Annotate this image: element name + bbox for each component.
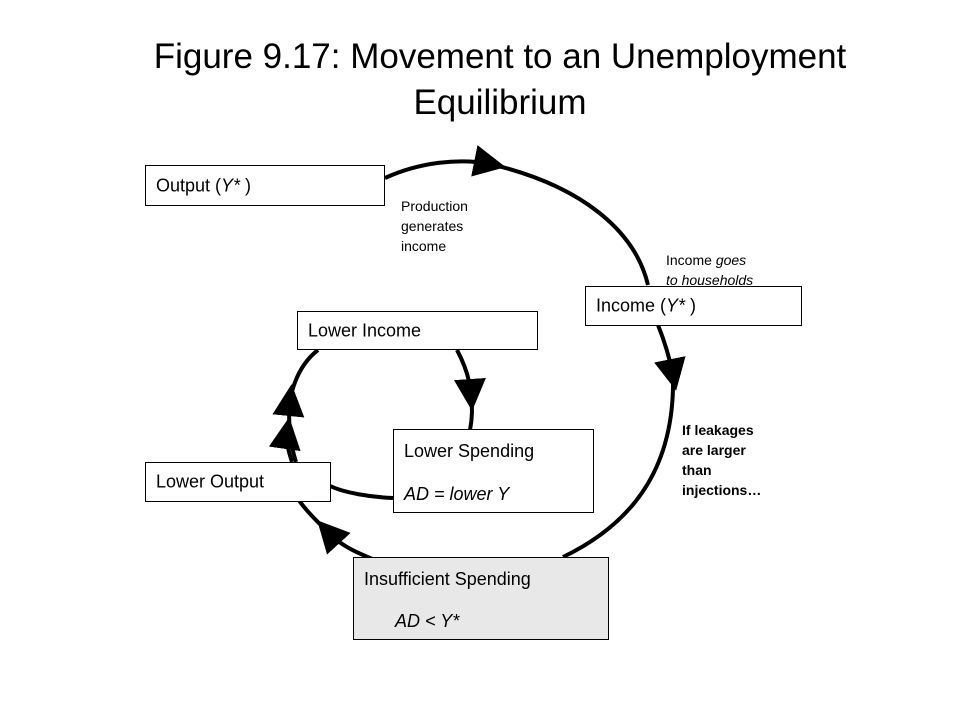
inner-cycle-arc-left bbox=[272, 384, 305, 463]
insufficient-spending-equation: AD < Y* bbox=[395, 611, 460, 631]
lower-spending-box: Lower Spending AD = lower Y bbox=[393, 429, 594, 513]
insufficient-spending-label: Insufficient Spending bbox=[364, 569, 531, 589]
lower-income-label: Lower Income bbox=[308, 320, 422, 340]
insufficient-spending-box: Insufficient Spending AD < Y* bbox=[353, 557, 609, 640]
outer-cycle-arc-right bbox=[654, 324, 686, 391]
income-box: Income (Y* ) bbox=[585, 286, 802, 326]
lower-spending-equation: AD = lower Y bbox=[404, 484, 510, 504]
income-label: Income (Y* ) bbox=[596, 295, 697, 316]
production-note: Production generates income bbox=[401, 198, 468, 254]
inner-cycle-arc-right bbox=[453, 349, 486, 411]
inner-cycle-arc-bottom bbox=[329, 484, 394, 500]
figure-title: Figure 9.17: Movement to an Unemployment… bbox=[153, 37, 847, 122]
inner-cycle-arc-right-down bbox=[468, 394, 475, 431]
lower-output-box: Lower Output bbox=[145, 462, 331, 502]
outer-cycle-arc-left-up bbox=[268, 417, 301, 463]
leakages-note: If leakages are larger than injections… bbox=[682, 422, 762, 498]
outer-cycle-arc-right-top bbox=[489, 162, 650, 286]
output-box: Output (Y* ) bbox=[145, 165, 385, 206]
inner-cycle-arc-top-left bbox=[288, 348, 320, 401]
outer-cycle-arc-right-bottom bbox=[562, 374, 676, 559]
outer-cycle-arc-top bbox=[384, 145, 506, 180]
lower-output-label: Lower Output bbox=[156, 471, 265, 492]
output-label: Output (Y* ) bbox=[156, 175, 252, 195]
lower-income-box: Lower Income bbox=[297, 311, 538, 350]
outer-cycle-arc-bottom bbox=[317, 520, 376, 562]
lower-spending-label: Lower Spending bbox=[404, 441, 535, 461]
